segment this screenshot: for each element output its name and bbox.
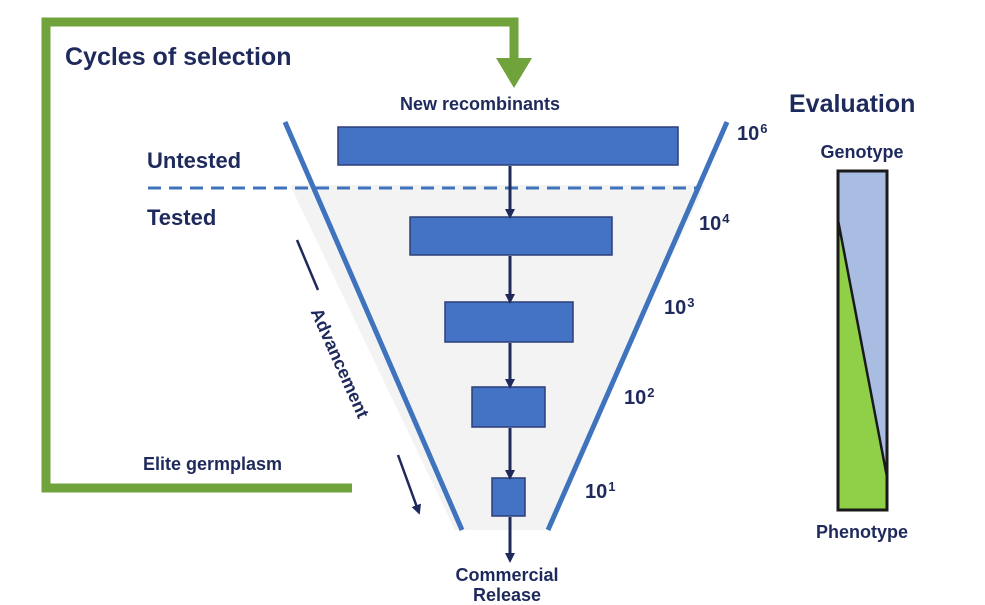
population-box-10e6 — [337, 126, 679, 166]
magnitude-exponent: 1 — [608, 479, 616, 494]
evaluation-bar-frame — [836, 169, 889, 512]
advancement-line-upper — [295, 239, 320, 291]
selection-cycle-arrowhead — [496, 58, 532, 88]
evaluation-title: Evaluation — [789, 90, 916, 118]
cycles-of-selection-title: Cycles of selection — [65, 43, 292, 71]
population-box-10e3 — [444, 301, 574, 343]
new-recombinants-label: New recombinants — [400, 94, 561, 114]
funnel-background — [290, 185, 705, 530]
magnitude-10e1: 101 — [585, 480, 615, 502]
evaluation-bar — [836, 169, 889, 512]
magnitude-base: 10 — [585, 481, 608, 503]
untested-label: Untested — [147, 148, 242, 173]
magnitude-10e2: 102 — [624, 386, 654, 408]
magnitude-exponent: 2 — [647, 385, 655, 400]
magnitude-base: 10 — [664, 297, 687, 319]
magnitude-base: 10 — [737, 123, 760, 145]
commercial-release-line2: Release — [472, 585, 542, 605]
genotype-label: Genotype — [820, 142, 904, 162]
magnitude-exponent: 6 — [760, 121, 768, 136]
population-box-10e1 — [491, 477, 526, 517]
phenotype-region — [838, 220, 887, 510]
magnitude-10e3: 103 — [664, 296, 694, 318]
magnitude-10e6: 106 — [737, 122, 767, 144]
genotype-region — [838, 171, 887, 477]
magnitude-exponent: 4 — [722, 211, 730, 226]
advancement-arrow-lower — [396, 454, 421, 515]
funnel-left-edge — [282, 121, 465, 531]
population-box-10e4 — [409, 216, 613, 256]
magnitude-10e4: 104 — [699, 212, 729, 234]
elite-germplasm-label: Elite germplasm — [143, 454, 283, 474]
selection-cycle-loop-arrow — [41, 17, 519, 493]
phenotype-label: Phenotype — [815, 522, 909, 542]
tested-label: Tested — [147, 205, 217, 230]
magnitude-base: 10 — [624, 387, 647, 409]
population-box-10e2 — [471, 386, 546, 428]
funnel-right-edge — [545, 120, 730, 532]
magnitude-base: 10 — [699, 213, 722, 235]
commercial-release-label: Commercial Release — [455, 566, 558, 604]
commercial-release-line1: Commercial — [455, 565, 559, 585]
evaluation-diagonal — [836, 219, 889, 478]
magnitude-exponent: 3 — [687, 295, 695, 310]
